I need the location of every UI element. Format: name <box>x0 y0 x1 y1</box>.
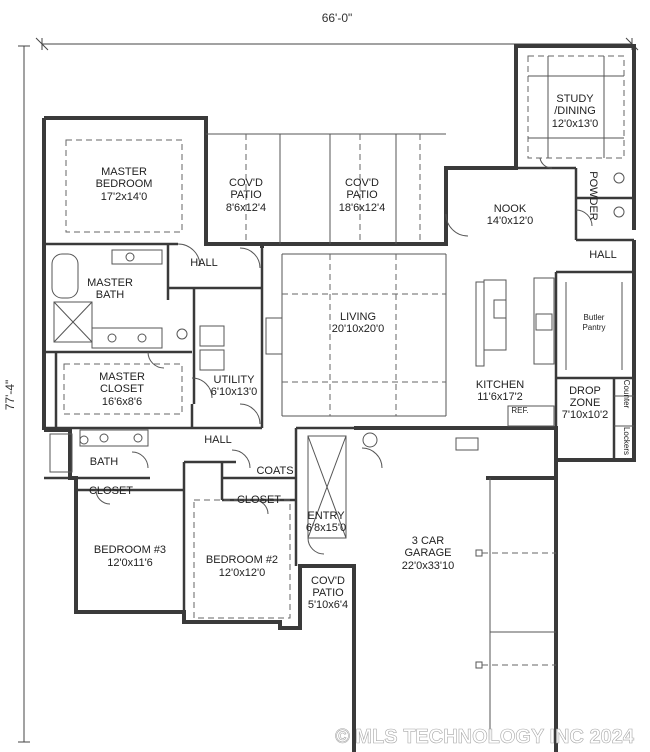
room-garage[interactable]: 3 CAR GARAGE 22'0x33'10 <box>402 535 455 572</box>
svg-text:12'0x12'0: 12'0x12'0 <box>219 567 265 579</box>
room-nook[interactable]: NOOK 14'0x12'0 <box>487 203 533 227</box>
room-powder[interactable]: POWDER <box>587 171 599 221</box>
svg-text:5'10x6'4: 5'10x6'4 <box>308 599 348 611</box>
svg-text:11'6x17'2: 11'6x17'2 <box>477 391 523 403</box>
room-bath[interactable]: BATH <box>90 456 119 468</box>
svg-text:HALL: HALL <box>204 434 232 446</box>
svg-text:Butler: Butler <box>584 313 605 322</box>
svg-text:17'2x14'0: 17'2x14'0 <box>101 191 147 203</box>
room-covd-patio-2[interactable]: COV'D PATIO 18'6x12'4 <box>339 177 385 214</box>
room-butler-pantry[interactable]: Butler Pantry <box>582 313 605 332</box>
svg-text:HALL: HALL <box>190 257 218 269</box>
svg-text:BEDROOM: BEDROOM <box>96 178 153 190</box>
ceiling-detail-lines <box>63 55 625 740</box>
svg-text:PATIO: PATIO <box>230 189 262 201</box>
depth-dimension: 77'-4" <box>3 380 17 411</box>
svg-text:14'0x12'0: 14'0x12'0 <box>487 215 533 227</box>
svg-text:/DINING: /DINING <box>554 105 596 117</box>
svg-text:POWDER: POWDER <box>587 171 599 221</box>
room-covd-patio-front[interactable]: COV'D PATIO 5'10x6'4 <box>308 575 348 611</box>
room-study[interactable]: STUDY /DINING 12'0x13'0 <box>552 93 598 130</box>
room-master-bath[interactable]: MASTER BATH <box>87 277 133 301</box>
svg-text:STUDY: STUDY <box>556 93 594 105</box>
svg-text:BEDROOM #2: BEDROOM #2 <box>206 554 278 566</box>
svg-text:MASTER: MASTER <box>99 371 145 383</box>
svg-text:12'0x11'6: 12'0x11'6 <box>107 557 153 569</box>
svg-text:8'6x12'4: 8'6x12'4 <box>226 202 266 214</box>
width-dimension: 66'-0" <box>322 11 353 25</box>
room-coats[interactable]: COATS <box>256 465 293 477</box>
svg-text:18'6x12'4: 18'6x12'4 <box>339 202 385 214</box>
svg-text:CLOSET: CLOSET <box>100 383 144 395</box>
svg-text:COV'D: COV'D <box>311 575 345 587</box>
ref-label: REF. <box>511 406 528 415</box>
room-closet-1[interactable]: CLOSET <box>89 485 133 497</box>
fixtures <box>49 172 634 669</box>
svg-text:12'0x13'0: 12'0x13'0 <box>552 118 598 130</box>
counter-label: Counter <box>622 380 631 409</box>
svg-text:COV'D: COV'D <box>345 177 379 189</box>
room-bedroom-2[interactable]: BEDROOM #2 12'0x12'0 <box>206 554 278 579</box>
svg-text:BATH: BATH <box>96 289 125 301</box>
room-drop-zone[interactable]: DROP ZONE 7'10x10'2 <box>562 385 608 421</box>
room-hall-east[interactable]: HALL <box>589 249 617 261</box>
svg-text:PATIO: PATIO <box>312 587 344 599</box>
room-covd-patio-1[interactable]: COV'D PATIO 8'6x12'4 <box>226 177 266 214</box>
svg-text:LIVING: LIVING <box>340 311 376 323</box>
svg-text:DROP: DROP <box>569 385 601 397</box>
room-hall-bedrooms[interactable]: HALL <box>204 434 232 446</box>
room-kitchen[interactable]: KITCHEN 11'6x17'2 <box>476 379 524 403</box>
room-master-bedroom[interactable]: MASTER BEDROOM 17'2x14'0 <box>96 166 153 203</box>
svg-text:MASTER: MASTER <box>101 166 147 178</box>
svg-text:CLOSET: CLOSET <box>237 494 281 506</box>
svg-text:CLOSET: CLOSET <box>89 485 133 497</box>
svg-text:KITCHEN: KITCHEN <box>476 379 524 391</box>
room-living[interactable]: LIVING 20'10x20'0 <box>332 311 385 335</box>
svg-text:COV'D: COV'D <box>229 177 263 189</box>
svg-text:ENTRY: ENTRY <box>307 510 345 522</box>
svg-text:HALL: HALL <box>589 249 617 261</box>
svg-text:ZONE: ZONE <box>570 397 601 409</box>
room-labels: STUDY /DINING 12'0x13'0 MASTER BEDROOM 1… <box>87 93 631 611</box>
room-hall-master[interactable]: HALL <box>190 257 218 269</box>
svg-text:6'8x15'0: 6'8x15'0 <box>306 522 346 534</box>
svg-text:COATS: COATS <box>256 465 293 477</box>
room-bedroom-3[interactable]: BEDROOM #3 12'0x11'6 <box>94 544 166 569</box>
svg-text:BEDROOM #3: BEDROOM #3 <box>94 544 166 556</box>
svg-text:Pantry: Pantry <box>582 323 605 332</box>
svg-text:6'10x13'0: 6'10x13'0 <box>211 386 257 398</box>
room-master-closet[interactable]: MASTER CLOSET 16'6x8'6 <box>99 371 145 408</box>
svg-text:22'0x33'10: 22'0x33'10 <box>402 560 455 572</box>
room-closet-2[interactable]: CLOSET <box>237 494 281 506</box>
svg-text:7'10x10'2: 7'10x10'2 <box>562 409 608 421</box>
room-entry[interactable]: ENTRY 6'8x15'0 <box>306 510 346 534</box>
lockers-label: Lockers <box>622 427 631 455</box>
room-utility[interactable]: UTILITY 6'10x13'0 <box>211 374 257 398</box>
interior-walls <box>44 166 634 622</box>
svg-text:3 CAR: 3 CAR <box>412 535 444 547</box>
svg-text:UTILITY: UTILITY <box>214 374 256 386</box>
svg-text:NOOK: NOOK <box>494 203 527 215</box>
svg-text:GARAGE: GARAGE <box>404 547 451 559</box>
svg-text:PATIO: PATIO <box>346 189 378 201</box>
svg-text:BATH: BATH <box>90 456 119 468</box>
watermark-text: © MLS TECHNOLOGY INC 2024 <box>335 726 635 748</box>
svg-text:MASTER: MASTER <box>87 277 133 289</box>
svg-text:20'10x20'0: 20'10x20'0 <box>332 323 385 335</box>
door-swings <box>95 157 593 555</box>
svg-text:16'6x8'6: 16'6x8'6 <box>102 396 142 408</box>
